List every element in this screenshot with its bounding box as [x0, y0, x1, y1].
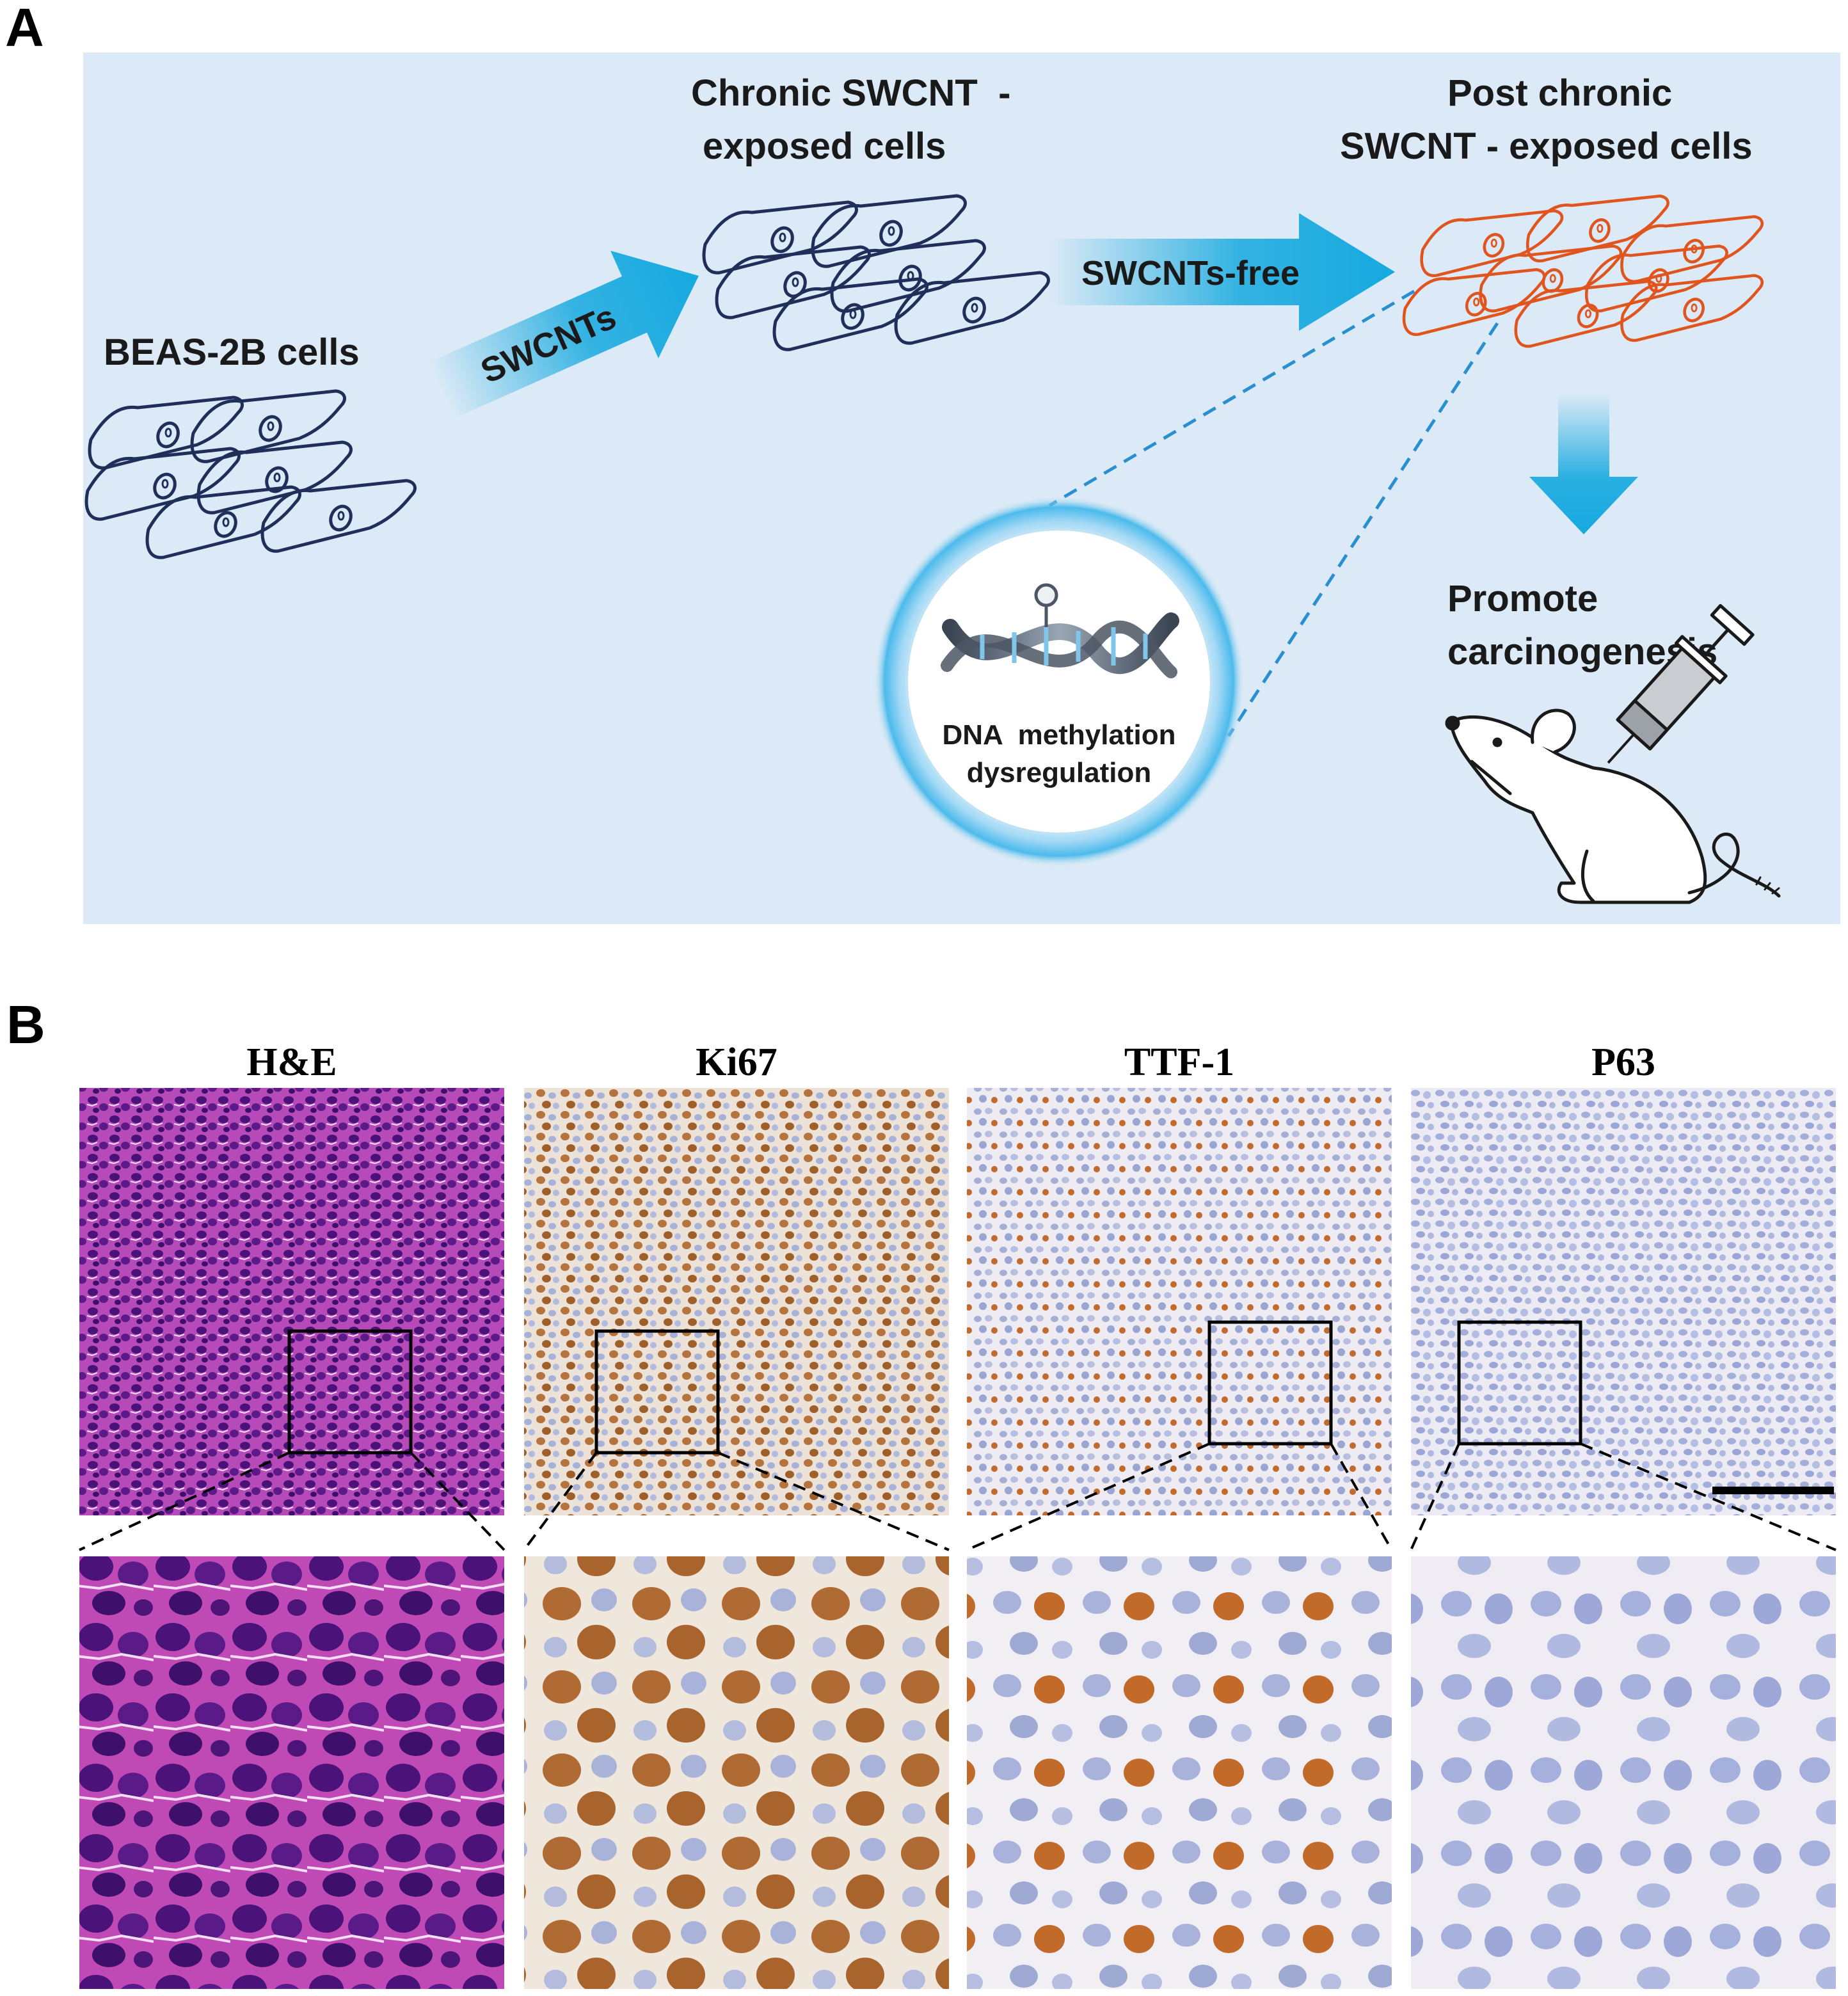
dna-label-line-1: DNA methylation — [942, 719, 1175, 751]
syringe-icon — [1607, 603, 1755, 764]
zoom-box-he — [287, 1329, 413, 1455]
swcnts-free-arrow: SWCNTs-free — [1049, 213, 1395, 331]
zoom-box-p63 — [1457, 1320, 1582, 1446]
mouse-icon — [1445, 708, 1781, 904]
beas-2b-label: BEAS-2B cells — [104, 331, 360, 373]
zoom-line-right-ki67 — [717, 1451, 950, 1551]
stain-title-he: H&E — [246, 1041, 337, 1084]
zoom-line-right-he — [410, 1451, 506, 1551]
zoomed-micrograph-ttf1 — [967, 1556, 1392, 1989]
micrograph-ki67 — [524, 1088, 949, 1515]
zoomed-micrograph-he — [79, 1556, 504, 1989]
zoom-line-left-he — [79, 1451, 290, 1551]
promote-label-line-1: Promote — [1447, 578, 1598, 619]
post-label-line-2: SWCNT - exposed cells — [1340, 125, 1753, 167]
zoom-box-ttf1 — [1207, 1320, 1333, 1446]
dna-helix-icon — [941, 583, 1179, 678]
dna-label-line-2: dysregulation — [967, 757, 1152, 788]
zoom-line-left-ttf1 — [966, 1442, 1210, 1551]
stain-title-ki67: Ki67 — [696, 1041, 777, 1084]
stain-title-ttf1: TTF-1 — [1124, 1041, 1234, 1084]
zoomed-micrograph-p63 — [1411, 1556, 1836, 1989]
panel-a-letter: A — [5, 0, 44, 58]
scale-bar — [1712, 1487, 1834, 1494]
swcnts-free-arrow-label: SWCNTs-free — [1081, 254, 1300, 292]
micrograph-p63 — [1411, 1088, 1836, 1515]
zoom-line-right-p63 — [1580, 1442, 1836, 1551]
panel-b-letter: B — [6, 994, 45, 1055]
dashed-line-lower — [1227, 322, 1499, 737]
micrograph-he — [79, 1088, 504, 1515]
panel-b-grid: H&E Ki67 TTF-1 P63 — [79, 1041, 1836, 1989]
stain-title-p63: P63 — [1591, 1041, 1655, 1084]
chronic-label-line-1: Chronic SWCNT - — [691, 72, 1010, 114]
zoom-box-ki67 — [594, 1329, 720, 1455]
zoomed-micrograph-ki67 — [524, 1556, 949, 1989]
post-label-line-1: Post chronic — [1447, 72, 1672, 114]
down-arrow — [1529, 394, 1638, 534]
dashed-line-upper — [1048, 289, 1415, 507]
micrograph-ttf1 — [967, 1088, 1392, 1515]
methyl-group-icon — [1034, 583, 1058, 607]
dna-methylation-circle: DNA methylation dysregulation — [873, 496, 1245, 867]
chronic-label-line-2: exposed cells — [703, 125, 946, 167]
